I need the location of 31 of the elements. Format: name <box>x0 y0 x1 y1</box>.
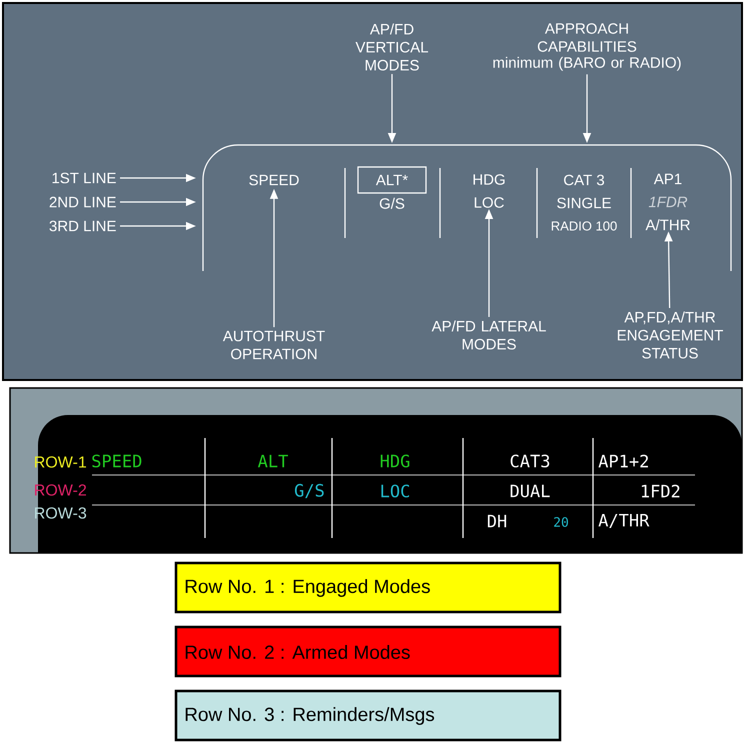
callout-text: APPROACH CAPABILITIES minimum (BARO or RADIO) <box>493 23 681 71</box>
mode-text: 20 <box>554 517 568 527</box>
callout-text: AP,FD,A/THR ENGAGEMENT STATUS <box>618 312 723 358</box>
mode-text: HDG LOC <box>474 174 505 208</box>
mode-text: RADIO 100 <box>552 221 617 231</box>
mode-text: LOC <box>381 484 410 498</box>
mode-text: G/S <box>380 198 404 209</box>
mode-text: AP1+2 <box>598 454 648 468</box>
mode-text: CAT3 <box>510 454 550 468</box>
callout-text: 2ND LINE <box>50 196 116 208</box>
legend-text: Row No. 3 : Reminders/Msgs <box>186 707 434 725</box>
callout-text: AUTOTHRUST OPERATION <box>222 330 325 360</box>
legend-text: Row No. 1 : Engaged Modes <box>186 579 430 597</box>
mode-text: HDG <box>380 454 410 468</box>
status-text: AP1 1FDR A/THR <box>646 174 690 230</box>
mode-text: CAT 3 <box>564 174 604 186</box>
legend-text: Row No. 2 : Armed Modes <box>186 645 410 659</box>
mode-text: G/S <box>294 484 324 498</box>
mode-text: A/THR <box>598 514 650 528</box>
callout-text: AP/FD VERTICAL MODES <box>356 24 428 70</box>
boxed-mode: ALT* <box>357 166 427 194</box>
mode-text: DUAL <box>510 484 550 498</box>
callout-text: 3RD LINE <box>50 220 116 232</box>
callout-text: 1ST LINE <box>52 172 116 184</box>
mode-text: SPEED <box>92 454 142 468</box>
mode-text: SPEED <box>249 174 299 186</box>
mode-text: ALT <box>258 454 288 468</box>
mode-text: SINGLE <box>557 198 611 208</box>
callout-text: AP/FD LATERAL MODES <box>432 320 546 350</box>
mode-text: 1FD2 <box>642 484 680 498</box>
mode-text: DH <box>488 514 506 528</box>
